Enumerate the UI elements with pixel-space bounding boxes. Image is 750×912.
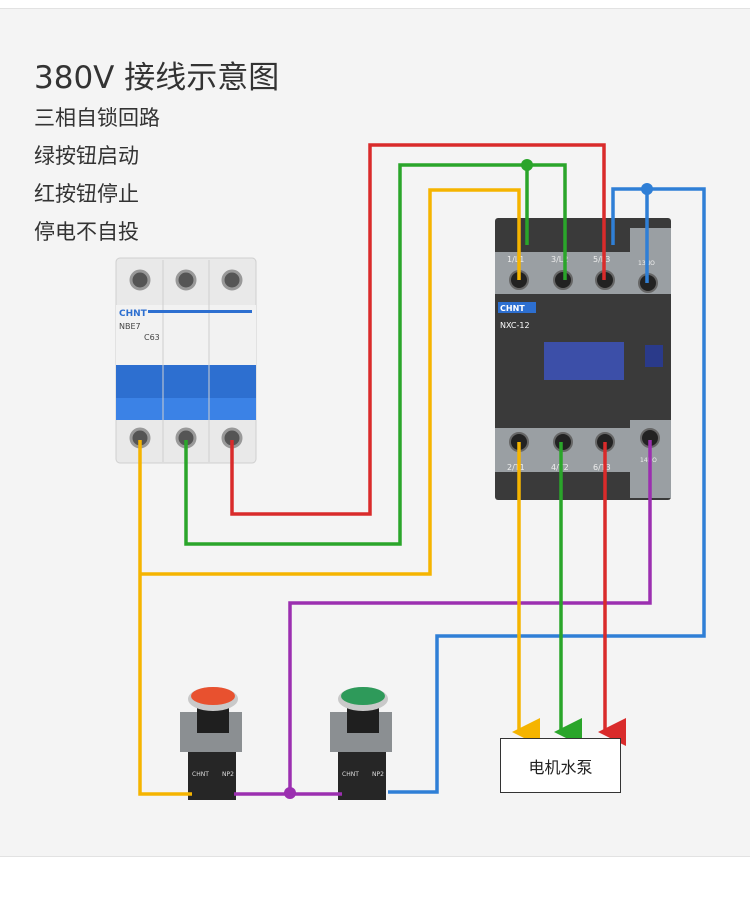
note-1: 三相自锁回路 xyxy=(34,106,160,130)
junction-green xyxy=(521,159,533,171)
note-2: 绿按钮启动 xyxy=(34,144,139,168)
svg-text:6/T3: 6/T3 xyxy=(593,463,611,472)
junction-blue xyxy=(641,183,653,195)
wire-blue xyxy=(388,187,706,794)
note-3: 红按钮停止 xyxy=(34,182,139,206)
breaker-brand: CHNT xyxy=(119,309,148,319)
wire-red xyxy=(230,143,606,516)
wire-green xyxy=(184,163,567,546)
contactor-brand: CHNT xyxy=(500,304,525,313)
motor-pump-box: 电机水泵 xyxy=(500,738,621,793)
svg-text:CHNT: CHNT xyxy=(192,771,209,778)
circuit-breaker: CHNT NBE7 C63 xyxy=(115,257,257,464)
contactor: CHNT NXC-12 1/L1 3/L2 5/L3 13NO 2/T1 4/T… xyxy=(495,218,671,500)
note-4: 停电不自投 xyxy=(34,220,139,244)
green-start-button[interactable]: CHNT NP2 xyxy=(330,687,392,800)
svg-text:NP2: NP2 xyxy=(222,771,234,778)
page-title: 380V 接线示意图 xyxy=(34,60,280,96)
svg-text:CHNT: CHNT xyxy=(342,771,359,778)
wire-purple xyxy=(288,440,652,792)
breaker-model: NBE7 xyxy=(119,322,141,331)
wire-yellow-l1 xyxy=(140,188,521,576)
red-stop-button[interactable]: CHNT NP2 xyxy=(180,687,242,800)
svg-text:3/L2: 3/L2 xyxy=(551,255,568,264)
contactor-model: NXC-12 xyxy=(500,321,530,330)
svg-text:2/T1: 2/T1 xyxy=(507,463,525,472)
svg-text:1/L1: 1/L1 xyxy=(507,255,524,264)
svg-text:5/L3: 5/L3 xyxy=(593,255,610,264)
junction-purple xyxy=(284,787,296,799)
wire-yellow xyxy=(138,440,192,796)
breaker-rating: C63 xyxy=(144,333,160,342)
svg-text:NP2: NP2 xyxy=(372,771,384,778)
